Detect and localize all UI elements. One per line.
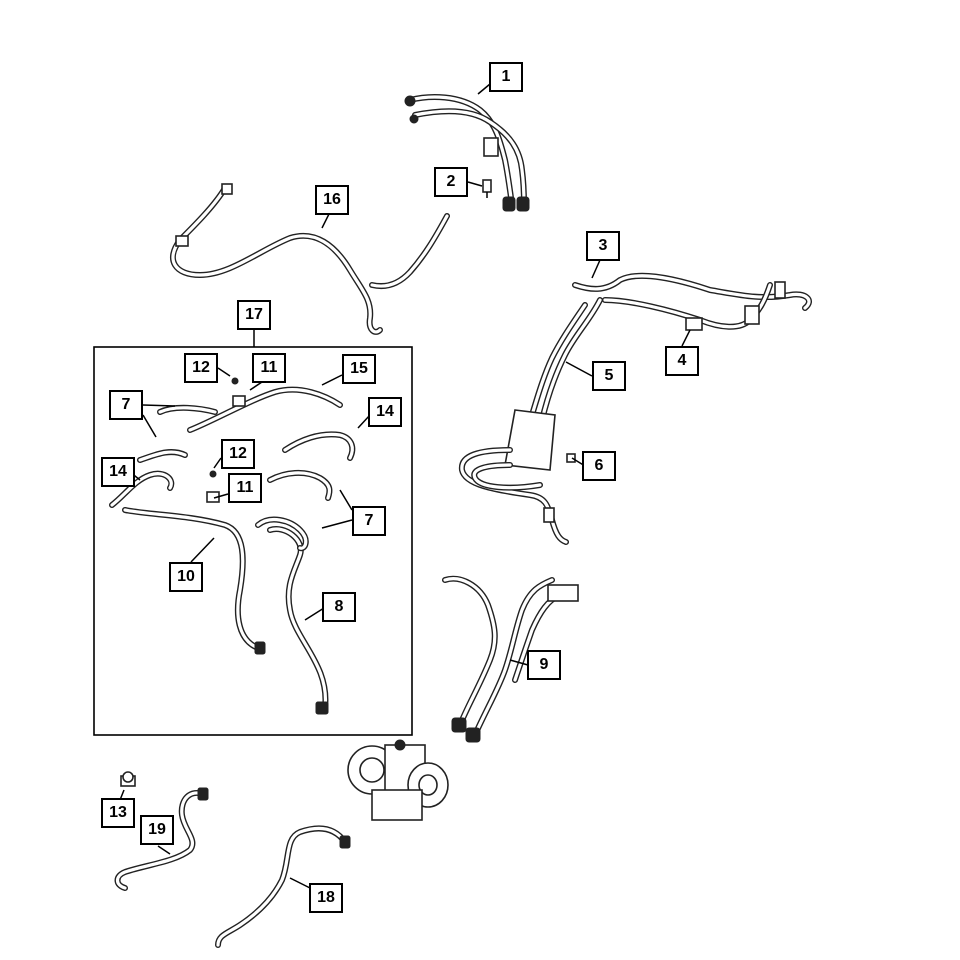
fuel-line-part-1: [404, 94, 530, 212]
callout-7-upper: 7: [109, 390, 143, 420]
callout-12-lower: 12: [221, 439, 255, 469]
line-part-19: [114, 787, 209, 891]
callout-14-left: 14: [101, 457, 135, 487]
supply-line-assembly-parts-3-6: [458, 272, 812, 545]
injection-lines-kit: [109, 377, 356, 715]
callout-9: 9: [527, 650, 561, 680]
callout-2: 2: [434, 167, 468, 197]
callout-3: 3: [586, 231, 620, 261]
callout-17: 17: [237, 300, 271, 330]
callout-4: 4: [665, 346, 699, 376]
callout-7-lower: 7: [352, 506, 386, 536]
fuel-line-part-9: [442, 575, 579, 743]
callout-1: 1: [489, 62, 523, 92]
callout-19: 19: [140, 815, 174, 845]
callout-11-lower: 11: [228, 473, 262, 503]
callout-15: 15: [342, 354, 376, 384]
callout-12-upper: 12: [184, 353, 218, 383]
high-pressure-pump: [347, 739, 449, 821]
callout-18: 18: [309, 883, 343, 913]
callout-8: 8: [322, 592, 356, 622]
callout-10: 10: [169, 562, 203, 592]
clip-part-13: [120, 771, 136, 787]
kit-outline-frame: [93, 346, 413, 736]
line-part-18: [215, 825, 351, 948]
callout-5: 5: [592, 361, 626, 391]
return-line-part-16: [169, 183, 450, 335]
callout-14-right: 14: [368, 397, 402, 427]
callout-11-upper: 11: [252, 353, 286, 383]
callout-13: 13: [101, 798, 135, 828]
callout-16: 16: [315, 185, 349, 215]
callout-6: 6: [582, 451, 616, 481]
fitting-part-2: [482, 179, 492, 198]
